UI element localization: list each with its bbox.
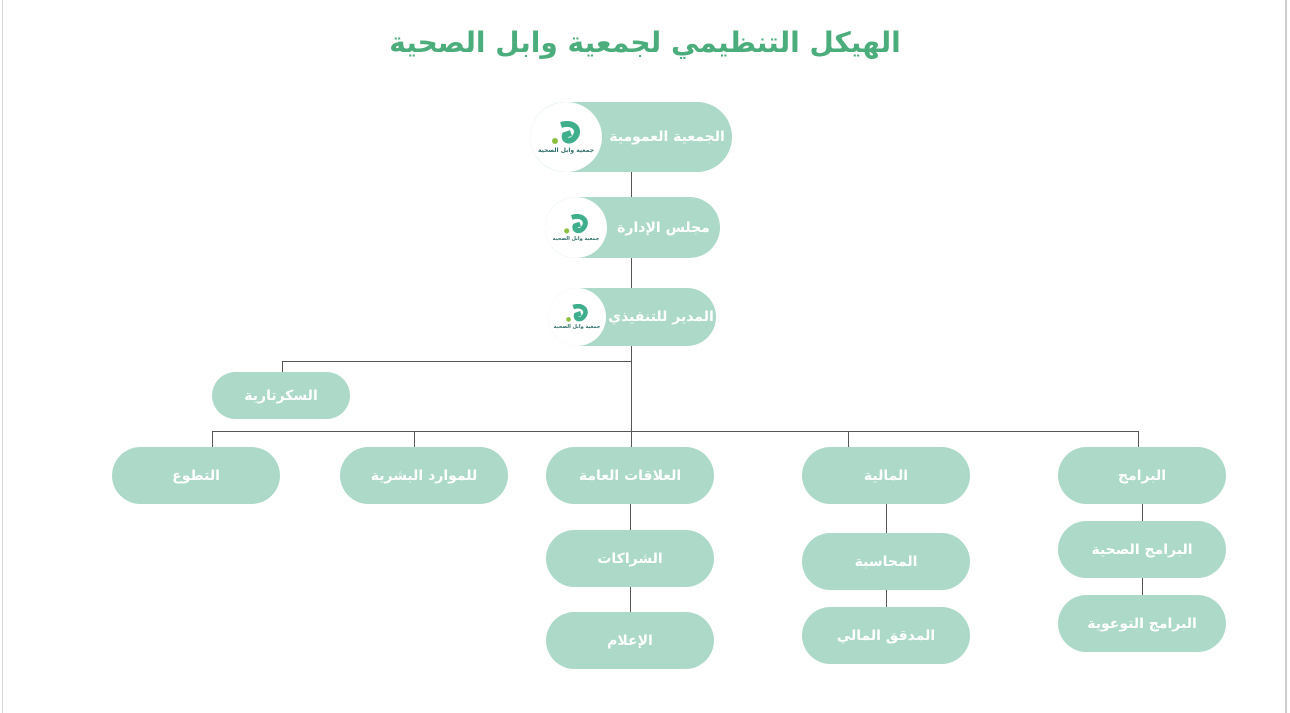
connector <box>630 587 631 612</box>
node-programs: البرامج <box>1058 447 1226 504</box>
node-general-assembly: جمعية وابل الصحية الجمعية العمومية <box>530 102 732 172</box>
node-health-programs: البرامج الصحية <box>1058 521 1226 578</box>
connector <box>630 504 631 530</box>
node-hr: للموارد البشرية <box>340 447 508 504</box>
node-label: المدير للتنفيذي <box>608 309 714 325</box>
node-media: الإعلام <box>546 612 714 669</box>
node-finance: المالية <box>802 447 970 504</box>
connector <box>282 361 283 372</box>
connector <box>212 431 1139 432</box>
node-board: جمعية وابل الصحية مجلس الإدارة <box>545 197 720 258</box>
node-executive-director: جمعية وابل الصحية المدير للتنفيذي <box>548 288 716 346</box>
node-awareness-programs: البرامج التوعوية <box>1058 595 1226 652</box>
connector <box>282 361 631 362</box>
connector <box>848 431 849 447</box>
connector <box>414 431 415 447</box>
connector <box>1138 431 1139 447</box>
node-financial-auditor: المدقق المالي <box>802 607 970 664</box>
connector <box>1142 504 1143 521</box>
logo-icon: جمعية وابل الصحية <box>545 197 607 258</box>
node-label: الجمعية العمومية <box>609 129 725 145</box>
logo-icon: جمعية وابل الصحية <box>548 288 606 346</box>
connector <box>886 590 887 607</box>
node-volunteering: التطوع <box>112 447 280 504</box>
connector <box>212 431 213 447</box>
node-public-relations: العلاقات العامة <box>546 447 714 504</box>
connector <box>1142 578 1143 595</box>
node-accounting: المحاسبة <box>802 533 970 590</box>
logo-icon: جمعية وابل الصحية <box>530 102 602 172</box>
node-partnerships: الشراكات <box>546 530 714 587</box>
node-label: مجلس الإدارة <box>617 219 710 236</box>
connector <box>886 504 887 533</box>
chart-title: الهيكل التنظيمي لجمعية وابل الصحية <box>389 26 901 59</box>
node-secretariat: السكرتارية <box>212 372 350 419</box>
